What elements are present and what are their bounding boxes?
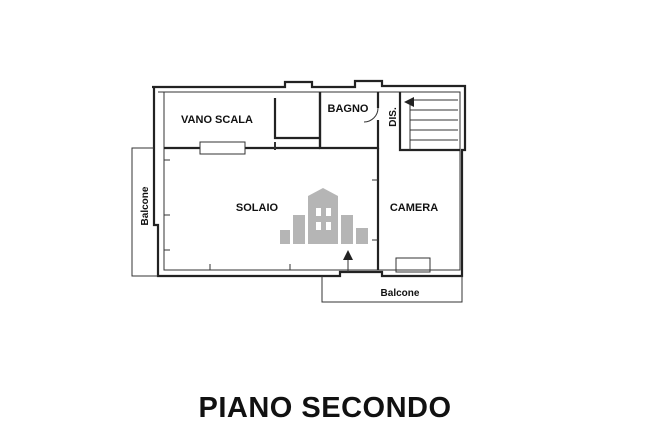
wall-vanoscala-solaio xyxy=(164,92,322,150)
stairs-left xyxy=(409,99,458,150)
wall-camera xyxy=(376,92,460,270)
column-solaio xyxy=(274,142,276,150)
window-bottom-camera xyxy=(395,257,431,273)
wall-marks xyxy=(164,159,378,270)
floor-title: PIANO SECONDO xyxy=(198,392,452,424)
room-label-balcone-bottom: Balcone xyxy=(381,288,420,299)
stair-arrow-icon xyxy=(404,97,414,107)
room-label-balcone-left: Balcone xyxy=(140,186,151,225)
outer-wall xyxy=(152,79,467,278)
house-logo-icon xyxy=(280,188,368,244)
outer-wall-inner-line xyxy=(158,91,461,271)
bagno-door-arc xyxy=(363,107,379,123)
room-label-dis: DIS. xyxy=(388,107,399,127)
room-label-bagno: BAGNO xyxy=(328,103,369,115)
room-label-vano-scala: VANO SCALA xyxy=(181,114,253,126)
bottom-balcony-outline xyxy=(321,276,463,303)
room-label-camera: CAMERA xyxy=(390,202,438,214)
window-vanoscala xyxy=(199,141,246,155)
entry-arrow-icon xyxy=(343,250,353,260)
left-balcony-outline xyxy=(131,147,158,277)
wall-bagno xyxy=(318,92,380,150)
room-label-solaio: SOLAIO xyxy=(236,202,279,214)
